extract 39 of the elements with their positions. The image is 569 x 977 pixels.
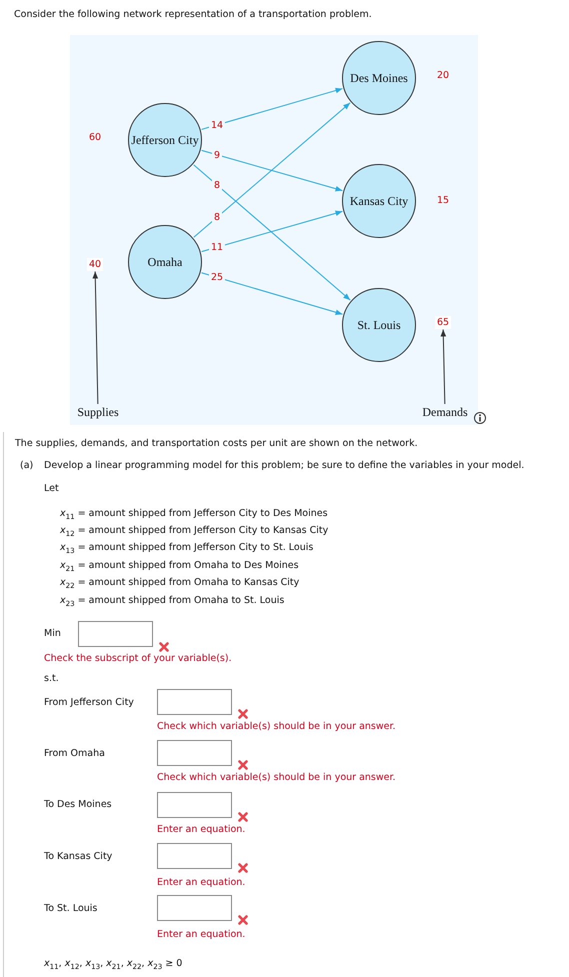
part-label: (a) xyxy=(20,459,34,473)
instruction-text: Develop a linear programming model for this problem; be sure to define the variables in your model. xyxy=(44,459,524,473)
arrow xyxy=(193,164,351,301)
error-message: Check which variable(s) should be in your answer. xyxy=(157,771,396,785)
variable-definition: x$_{13}$ = amount shipped from Jefferson City to St. Louis xyxy=(60,541,314,557)
field-label: To Kansas City xyxy=(44,850,112,864)
arrow xyxy=(201,150,343,192)
field-label: Min xyxy=(44,627,61,641)
variable-definition: x$_{21}$ = amount shipped from Omaha to Des Moines xyxy=(60,559,299,575)
axis-caption: Supplies xyxy=(77,405,119,419)
field-label: s.t. xyxy=(44,672,59,686)
axis-caption: Demands xyxy=(422,405,468,419)
arrow xyxy=(201,210,343,252)
arrow xyxy=(201,88,343,130)
field-label: From Omaha xyxy=(44,747,105,761)
variable-definition: x$_{12}$ = amount shipped from Jefferson City to Kansas City xyxy=(60,524,328,540)
error-message: Enter an equation. xyxy=(157,823,246,837)
error-message: Enter an equation. xyxy=(157,928,246,942)
instruction-text: Consider the following network representation of a transportation problem. xyxy=(14,8,372,22)
error-message: Check which variable(s) should be in your answer. xyxy=(157,720,396,734)
variable-definition: x$_{22}$ = amount shipped from Omaha to Kansas City xyxy=(60,576,300,592)
variable-definition: x$_{11}$ = amount shipped from Jefferson City to Des Moines xyxy=(60,507,328,523)
instruction-text: The supplies, demands, and transportation costs per unit are shown on the network. xyxy=(15,437,418,451)
constraint-text: x$_{11}$, x$_{12}$, x$_{13}$, x$_{21}$, x$_{22}$, x$_{23}$ ≥ 0 xyxy=(44,957,182,973)
arrow xyxy=(193,102,351,238)
error-message: Enter an equation. xyxy=(157,876,246,890)
pointer-arrow xyxy=(92,271,98,404)
field-label: Let xyxy=(44,482,59,496)
pointer-arrow xyxy=(440,329,446,404)
quantity-label: 60 xyxy=(88,131,102,144)
arrow xyxy=(200,272,344,315)
variable-definition: x$_{23}$ = amount shipped from Omaha to St. Louis xyxy=(60,594,284,610)
field-label: From Jefferson City xyxy=(44,696,134,710)
error-message: Check the subscript of your variable(s). xyxy=(44,652,232,666)
edge-label: 8 xyxy=(212,211,222,224)
quantity-label: 15 xyxy=(436,194,450,207)
quantity-label: 20 xyxy=(436,69,450,82)
field-label: To St. Louis xyxy=(44,902,98,916)
field-label: To Des Moines xyxy=(44,798,112,812)
